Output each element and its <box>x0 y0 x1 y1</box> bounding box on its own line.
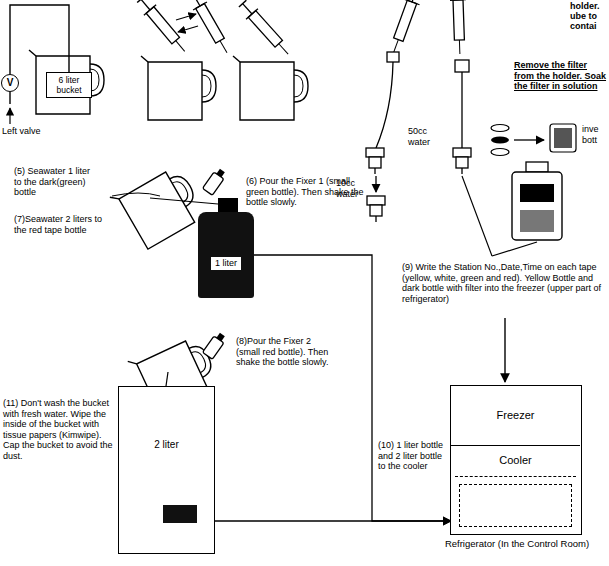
water-tube <box>10 5 69 74</box>
refrigerator-box: FreezerCoolerRefrigerator (In the Contro… <box>450 385 582 535</box>
instruction-note: Remove the filter from the holder. Soak … <box>514 60 608 92</box>
note-fragment: holder. <box>570 1 608 12</box>
transfer-arrow <box>215 520 451 521</box>
node-text: 2 liter <box>119 439 214 451</box>
dashed-compartment <box>459 484 572 527</box>
valve-symbol: V <box>1 74 19 92</box>
step-note: (5) Seawater 1 liter to the dark(green) … <box>14 166 100 198</box>
freezer-section: Freezer <box>451 386 580 446</box>
node-text: V <box>7 77 14 89</box>
note-fragment: ube to <box>570 11 608 22</box>
node-text: Freezer <box>497 409 535 422</box>
valve-label: Left valve <box>2 126 62 137</box>
cooler-section: Cooler <box>451 446 580 533</box>
volume-label: 50cc water <box>408 126 444 147</box>
step-note: (6) Pour the Fixer 1 (small green bottle… <box>246 176 366 208</box>
step-note: (10) 1 liter bottle and 2 liter bottle t… <box>378 440 446 472</box>
node-text: 1 liter <box>211 257 241 270</box>
step-note: (11) Don't wash the bucket with fresh wa… <box>3 398 113 461</box>
step-note: (9) Write the Station No.,Date,Time on e… <box>402 262 606 304</box>
note-fragment: inve <box>582 124 608 135</box>
dark-bottle: 1 liter <box>198 212 254 298</box>
dashed-divider <box>455 476 576 477</box>
two-liter-bottle: 2 liter <box>118 386 215 554</box>
note-fragment: bott <box>582 135 608 146</box>
red-tape <box>163 505 197 523</box>
caption-text: Refrigerator (In the Control Room) <box>431 538 603 549</box>
step-note: (7)Seawater 2 liters to the red tape bot… <box>14 214 106 235</box>
node-text: Cooler <box>451 454 580 467</box>
step-note: (8)Pour the Fixer 2 (small red bottle). … <box>236 336 336 368</box>
bucket-label-box: 6 liter bucket <box>46 72 92 98</box>
node-text: 6 liter bucket <box>49 75 89 95</box>
note-fragment: contai <box>570 21 608 32</box>
